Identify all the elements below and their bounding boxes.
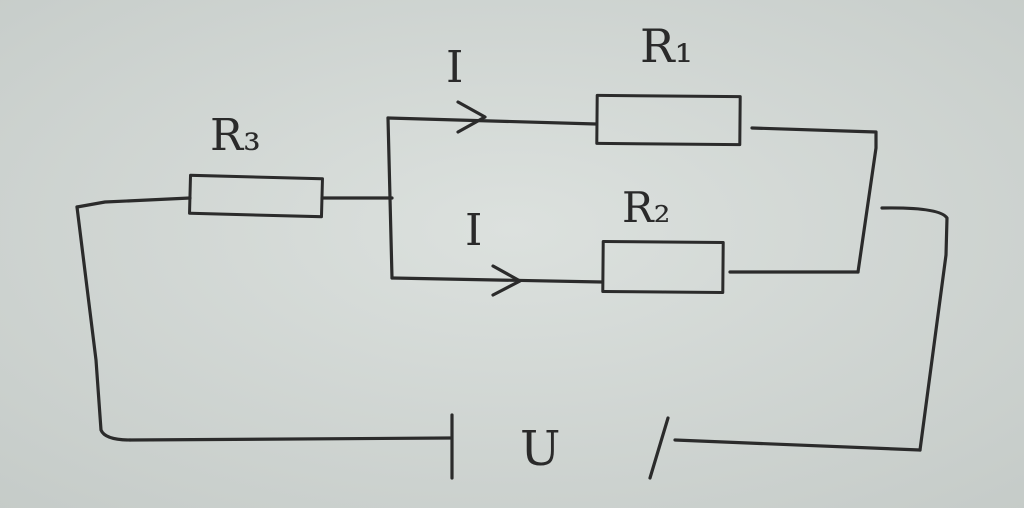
wire-bottom-branch-left [390,276,604,284]
wire-top-branch-left [386,116,598,126]
wire-top-branch-right [750,126,878,274]
label-current-top: I [446,42,463,93]
wire-right-outer [880,206,949,452]
arrow-current-bottom [491,264,522,297]
wire-left-vertical [75,205,132,442]
label-voltage: U [520,421,560,477]
label-current-bottom: I [465,205,482,256]
label-r1: R₁ [640,19,693,73]
label-r2: R₂ [622,183,670,232]
battery-plate-right [648,416,670,480]
wire-bottom-right [673,438,922,452]
label-r3: R₃ [210,110,261,161]
wire-junction-vertical [386,116,394,280]
wire-left-top [75,196,192,209]
wire-bottom-left [128,436,452,442]
resistor-r2 [601,239,725,295]
resistor-r1 [595,93,742,147]
arrow-current-top [456,100,487,134]
